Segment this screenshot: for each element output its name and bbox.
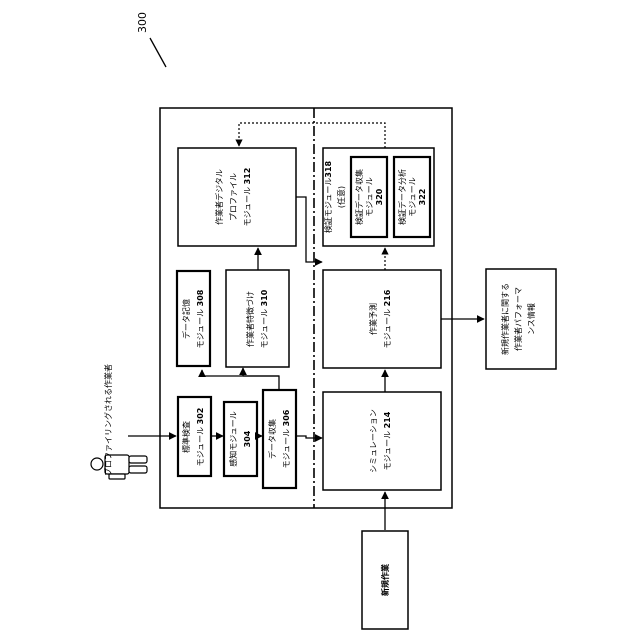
svg-text:作業者デジタル: 作業者デジタル [214, 169, 224, 225]
digital-profile-module[interactable]: 作業者デジタル プロファイル モジュール 312 [178, 148, 296, 246]
svg-text:300: 300 [136, 12, 149, 33]
svg-text:感知モジュール: 感知モジュール [228, 411, 238, 466]
data-storage-module[interactable]: データ記憶 モジュール 308 [177, 271, 210, 366]
svg-text:モジュール 312: モジュール 312 [243, 168, 252, 227]
svg-text:標準検査: 標準検査 [181, 421, 191, 453]
svg-text:322: 322 [418, 189, 427, 206]
standard-check-module[interactable]: 標準検査 モジュール 302 [178, 397, 211, 476]
person-icon [91, 455, 147, 479]
svg-text:モジュール 306: モジュール 306 [282, 409, 291, 468]
svg-text:モジュール 216: モジュール 216 [383, 289, 392, 348]
svg-text:304: 304 [243, 430, 252, 447]
svg-text:データ記憶: データ記憶 [181, 299, 191, 339]
svg-text:(任意): (任意) [336, 186, 346, 208]
svg-text:データ収集: データ収集 [267, 419, 277, 459]
svg-text:モジュール 302: モジュール 302 [196, 408, 205, 467]
svg-text:モジュール: モジュール [365, 177, 374, 216]
verification-data-collection-module[interactable]: 検証データ収集 モジュール 320 [351, 157, 387, 237]
verification-data-analysis-module[interactable]: 検証データ分析 モジュール 322 [394, 157, 430, 237]
svg-text:新規作業: 新規作業 [380, 563, 390, 596]
performance-output-box: 新規作業者に関する 作業者パフォーマ ンス情報 [486, 269, 556, 369]
svg-text:ンス情報: ンス情報 [526, 303, 536, 335]
svg-text:シミュレーション: シミュレーション [369, 409, 378, 473]
svg-text:検証データ収集: 検証データ収集 [354, 169, 364, 225]
sensing-module[interactable]: 感知モジュール 304 [224, 402, 257, 476]
reference-leader-line [150, 38, 166, 67]
reference-number: 300 [136, 12, 166, 67]
svg-text:モジュール 308: モジュール 308 [196, 289, 205, 348]
new-task-box: 新規作業 [362, 531, 408, 629]
svg-text:作業者パフォーマ: 作業者パフォーマ [513, 287, 523, 351]
svg-text:検証データ分析: 検証データ分析 [397, 169, 407, 225]
svg-text:検証モジュール318: 検証モジュール318 [323, 160, 333, 233]
data-collection-module[interactable]: データ収集 モジュール 306 [263, 390, 296, 488]
worker-tagging-module[interactable]: 作業者特徴づけ モジュール 310 [226, 270, 289, 367]
svg-text:モジュール: モジュール [408, 177, 417, 216]
svg-text:作業予測: 作業予測 [368, 303, 378, 335]
svg-text:320: 320 [375, 188, 384, 205]
subject-label: プロファイリングされる作業者 [103, 364, 113, 476]
svg-text:モジュール 214: モジュール 214 [383, 411, 392, 470]
svg-text:モジュール 310: モジュール 310 [260, 289, 269, 348]
task-prediction-module[interactable]: 作業予測 モジュール 216 [323, 270, 441, 368]
simulation-module[interactable]: シミュレーション モジュール 214 [323, 392, 441, 490]
svg-text:プロファイル: プロファイル [229, 173, 238, 221]
svg-text:新規作業者に関する: 新規作業者に関する [500, 283, 510, 355]
svg-text:作業者特徴づけ: 作業者特徴づけ [245, 291, 255, 347]
